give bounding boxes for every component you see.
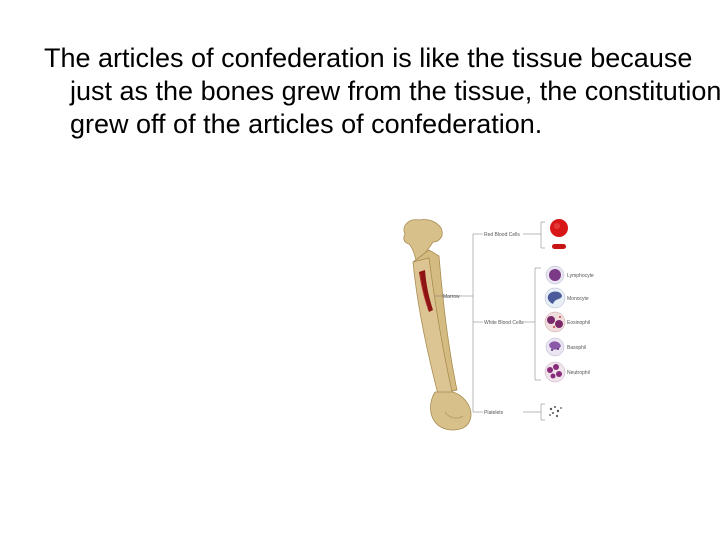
bone-marrow-diagram: Marrow Red Blood Cells White Blood Cells…	[403, 219, 594, 431]
connector-lines	[435, 221, 545, 421]
label-red-blood-cells: Red Blood Cells	[484, 232, 520, 238]
red-blood-cells	[550, 219, 568, 249]
label-eosinophil: Eosinophil	[567, 320, 590, 326]
eosinophil-cell	[544, 311, 566, 333]
lymphocyte-cell	[545, 265, 565, 285]
monocyte-cell	[544, 287, 566, 309]
label-monocyte: Monocyte	[567, 296, 589, 302]
basophil-cell	[545, 337, 565, 357]
label-neutrophil: Neutrophil	[567, 370, 590, 376]
label-platelets: Platelets	[484, 410, 504, 416]
platelets	[549, 406, 562, 418]
neutrophil-cell	[544, 361, 566, 383]
marrow-cavity	[419, 270, 433, 312]
label-basophil: Basophil	[567, 345, 586, 351]
label-white-blood-cells: White Blood Cells	[484, 320, 524, 326]
label-lymphocyte: Lymphocyte	[567, 273, 594, 279]
femur-bone	[403, 219, 472, 431]
slide-body-text: The articles of confederation is like th…	[44, 43, 720, 139]
white-blood-cells	[544, 265, 566, 383]
label-marrow: Marrow	[443, 294, 460, 300]
